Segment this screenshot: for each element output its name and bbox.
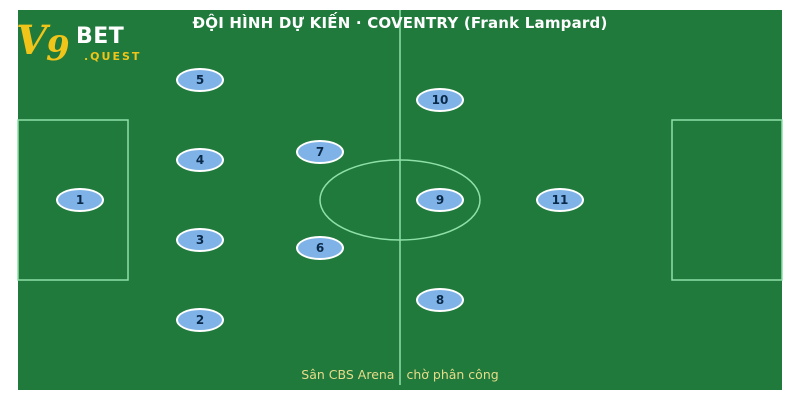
page-title: ĐỘI HÌNH DỰ KIẾN · COVENTRY (Frank Lampa… bbox=[192, 14, 608, 32]
player-marker-5: 5 bbox=[176, 68, 224, 92]
player-marker-4: 4 bbox=[176, 148, 224, 172]
status-text: chờ phân công bbox=[406, 367, 499, 382]
logo-suffix-text: .QUEST bbox=[84, 50, 142, 63]
venue-text: Sân CBS Arena bbox=[301, 367, 395, 382]
center-circle bbox=[319, 159, 481, 241]
left-penalty-box bbox=[17, 119, 129, 281]
player-marker-8: 8 bbox=[416, 288, 464, 312]
logo-brand-text: BET bbox=[76, 24, 125, 49]
player-marker-9: 9 bbox=[416, 188, 464, 212]
brand-logo: V 9 BET .QUEST bbox=[14, 8, 144, 68]
svg-text:V: V bbox=[16, 17, 51, 64]
player-marker-2: 2 bbox=[176, 308, 224, 332]
player-marker-6: 6 bbox=[296, 236, 344, 260]
player-marker-1: 1 bbox=[56, 188, 104, 212]
pitch-footer: Sân CBS Arena chờ phân công bbox=[0, 367, 800, 382]
player-marker-7: 7 bbox=[296, 140, 344, 164]
right-penalty-box bbox=[671, 119, 783, 281]
svg-text:9: 9 bbox=[46, 29, 70, 68]
player-marker-11: 11 bbox=[536, 188, 584, 212]
v9-logo-mark-icon: V 9 bbox=[16, 17, 70, 68]
player-marker-10: 10 bbox=[416, 88, 464, 112]
player-marker-3: 3 bbox=[176, 228, 224, 252]
